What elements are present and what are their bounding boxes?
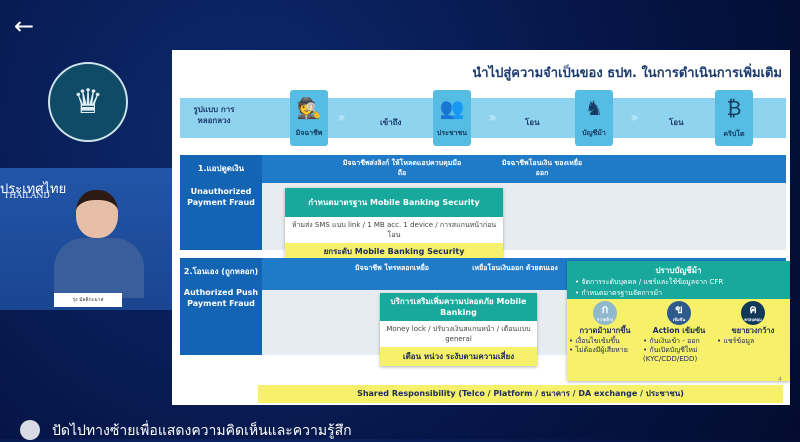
horse-icon: ♞ (585, 96, 603, 120)
row1-label-en: Unauthorized Payment Fraud (187, 187, 255, 207)
stage-label: ประชาชน (436, 129, 468, 137)
speaker (50, 190, 146, 298)
flow-label: โอน (525, 118, 540, 127)
row2-label: 2.โอนเอง (ถูกหลอก) Authorized Push Payme… (180, 258, 262, 355)
shared-responsibility-bar: Shared Responsibility (Telco / Platform … (258, 385, 783, 403)
slide-title: นำไปสู่ความจำเป็นของ ธปท. ในการดำเนินการ… (472, 66, 782, 81)
stage-scammer: 🕵 มิจฉาชีพ (290, 90, 328, 146)
mule-bullet: • กำหนดมาตรฐานจัดการม้า (575, 289, 663, 297)
row1-label: 1.แอปดูดเงิน Unauthorized Payment Fraud (180, 155, 262, 250)
swipe-indicator-icon[interactable] (20, 420, 40, 440)
letter-badge: ขเข้มข้น (667, 301, 691, 325)
spy-icon: 🕵 (296, 96, 322, 120)
chevron-icon: ››› (630, 110, 639, 126)
page-number: 4 (778, 376, 782, 383)
row2-label-th: 2.โอนเอง (ถูกหลอก) (183, 267, 259, 276)
chevron-icon: ››› (337, 110, 346, 126)
header-label: รูปแบบ การหลอกลวง (193, 105, 235, 125)
mule-bullet: • จัดการระดับบุคคล / แชร์และใช้ข้อมูลจาก… (575, 278, 724, 286)
mobile-banking-security-box: กำหนดมาตรฐาน Mobile Banking Security ห้า… (285, 188, 503, 260)
speaker-body (54, 238, 144, 298)
letter-badge: กกวาดล้าง (593, 301, 617, 325)
column-heading: Action เข้มข้น (652, 326, 706, 335)
row2-step1: มิจฉาชีพ โทรหลอกเหยื่อ (354, 264, 429, 272)
column-heading: กวาดม้ามากขึ้น (579, 326, 631, 335)
mule-title: ปราบบัญชีม้า (655, 266, 702, 275)
box-title: บริการเสริมเพิ่มความปลอดภัย Mobile Banki… (380, 293, 537, 321)
back-button[interactable]: ← (14, 12, 35, 40)
box-body: ห้ามส่ง SMS แนบ link / 1 MB acc. 1 devic… (291, 221, 497, 239)
row2-step2: เหยื่อโอนเงินออก ด้วยตนเอง (472, 264, 558, 272)
mule-account-box: ปราบบัญชีม้า • จัดการระดับบุคคล / แชร์แล… (567, 261, 790, 381)
column-heading: ขยายวงกว้าง (731, 326, 775, 335)
mule-column-strict: ขเข้มข้น Action เข้มข้น • กันเงินเข้า - … (643, 301, 715, 364)
presentation-slide: นำไปสู่ความจำเป็นของ ธปท. ในการดำเนินการ… (172, 50, 790, 405)
box-highlight: ยกระดับ Mobile Banking Security (285, 243, 503, 260)
stage-public: 👥 ประชาชน (433, 90, 471, 146)
flow-label: เข้าถึง (380, 118, 402, 127)
box-body: Money lock / ปรับวงเงินสแกนหน้า / เตือนแ… (386, 325, 531, 343)
column-item: • ไม่ต้องมีผู้เสียหาย (569, 346, 628, 354)
speaker-head (76, 190, 118, 238)
mule-column-sweep: กกวาดล้าง กวาดม้ามากขึ้น • เงื่อนไขเข้มข… (569, 301, 641, 355)
bitcoin-icon: ₿ (726, 96, 742, 120)
column-item: • แชร์ข้อมูล (717, 337, 755, 345)
row1-band (262, 155, 786, 183)
mule-column-broad: คครอบคลุม ขยายวงกว้าง • แชร์ข้อมูล (717, 301, 789, 346)
column-item: • กันเงินเข้า - ออก (643, 337, 700, 345)
row1-step2: มิจฉาชีพโอนเงิน ของเหยื่อออก (501, 159, 583, 177)
column-item: • กันเปิดบัญชีใหม่ (KYC/CDD/EDD) (643, 346, 698, 363)
row1-step1: มิจฉาชีพส่งลิงก์ ให้โหลดแอปควบคุมมือถือ (342, 159, 462, 177)
header-band (180, 98, 786, 138)
row1-label-th: 1.แอปดูดเงิน (197, 164, 245, 173)
bot-seal-logo: ♛ (48, 62, 128, 142)
box-title: กำหนดมาตรฐาน Mobile Banking Security (285, 188, 503, 217)
stage-label: คริปโต (723, 130, 745, 138)
banner-text-th: ประเทศไทย (0, 182, 67, 197)
banner-text-en: THAILAND (4, 191, 50, 200)
nameplate: รุ่ง มัลลิกะมาส (54, 293, 122, 307)
flow-label: โอน (669, 118, 684, 127)
video-feed: ประเทศไทย THAILAND รุ่ง มัลลิกะมาส (0, 168, 172, 310)
stage-label: บัญชีม้า (582, 129, 606, 137)
chevron-icon: ››› (488, 110, 497, 126)
people-icon: 👥 (439, 96, 465, 120)
row2-label-en: Authorized Push Payment Fraud (183, 288, 259, 308)
mobile-banking-addon-box: บริการเสริมเพิ่มความปลอดภัย Mobile Banki… (380, 293, 537, 366)
stage-label: มิจฉาชีพ (295, 129, 323, 137)
box-highlight: เตือน หน่วง ระงับตามความเสี่ยง (380, 347, 537, 366)
stage-mule-account: ♞ บัญชีม้า (575, 90, 613, 146)
column-item: • เงื่อนไขเข้มขึ้น (569, 337, 620, 345)
letter-badge: คครอบคลุม (741, 301, 765, 325)
stage-crypto: ₿ คริปโต (715, 90, 753, 146)
swipe-caption: ปัดไปทางซ้ายเพื่อแสดงความคิดเห็นและความร… (52, 423, 352, 439)
